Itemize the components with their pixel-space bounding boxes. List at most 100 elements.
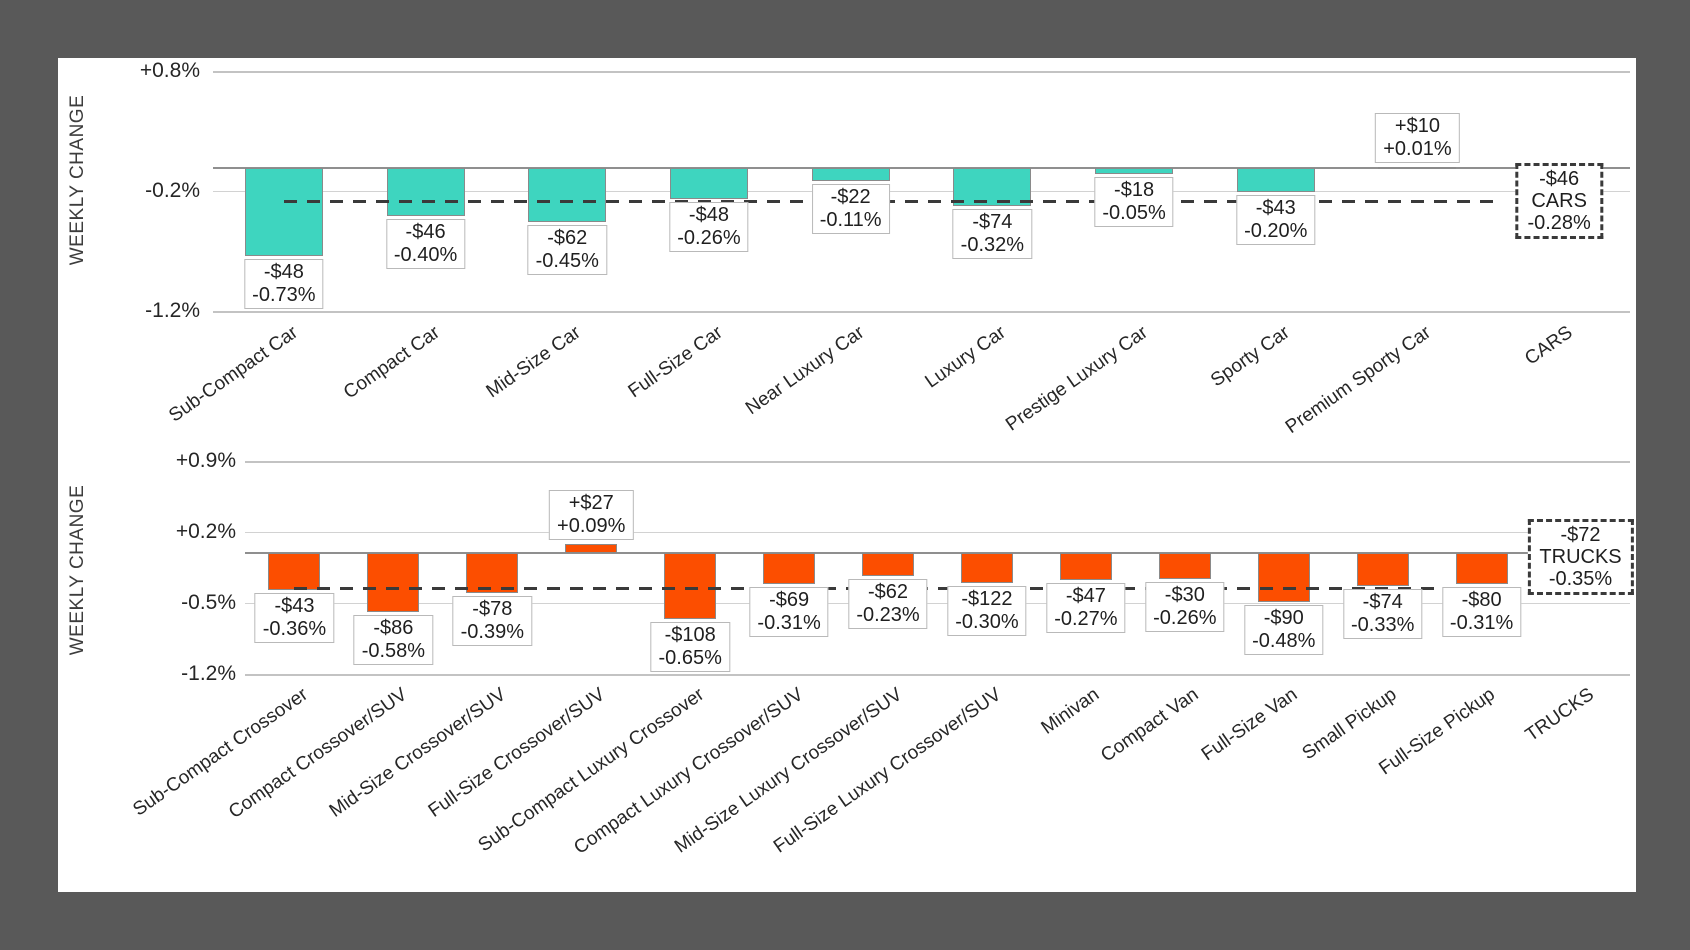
bar-value-label: -$80-0.31% xyxy=(1441,587,1522,638)
zero-baseline xyxy=(213,167,1630,169)
category-label: Prestige Luxury Car xyxy=(1002,321,1152,436)
bar-value-label: -$18-0.05% xyxy=(1094,177,1174,227)
summary-category: CARS xyxy=(1531,190,1587,212)
bar-value-dollar: +$10 xyxy=(1394,114,1440,137)
bar xyxy=(1158,553,1211,580)
bar xyxy=(466,553,519,593)
bar xyxy=(669,168,748,200)
summary-percent: -0.35% xyxy=(1548,568,1613,590)
bar-value-percent: -0.32% xyxy=(960,234,1025,257)
bar-value-dollar: -$43 xyxy=(274,594,315,617)
bar-value-percent: -0.33% xyxy=(1350,614,1415,637)
bar xyxy=(1257,553,1310,602)
bar xyxy=(1236,168,1315,192)
bar xyxy=(960,553,1013,584)
bar-value-label: -$69-0.31% xyxy=(749,587,829,638)
bar-value-dollar: -$62 xyxy=(868,581,909,604)
bar-value-label: -$62-0.45% xyxy=(527,225,607,275)
ytick-label: +0.2% xyxy=(175,519,236,543)
bar-value-percent: -0.05% xyxy=(1102,202,1166,224)
y-axis-title: WEEKLY CHANGE xyxy=(67,94,88,266)
bar xyxy=(1455,553,1508,585)
average-dashed-line xyxy=(283,200,1501,204)
ytick-label: +0.8% xyxy=(139,59,200,82)
category-label: Full-Size Crossover/SUV xyxy=(424,683,609,822)
bar-value-dollar: +$27 xyxy=(568,491,614,514)
bar-value-label: +$10+0.01% xyxy=(1375,112,1460,163)
bar-value-label: -$30-0.26% xyxy=(1145,582,1225,633)
bar-value-percent: -0.31% xyxy=(1449,612,1514,635)
bar xyxy=(811,168,890,182)
bar-value-dollar: -$46 xyxy=(405,221,446,243)
bar xyxy=(386,168,465,216)
bar-value-label: -$47-0.27% xyxy=(1046,583,1126,634)
gridline xyxy=(245,602,1630,604)
bar-value-label: -$108-0.65% xyxy=(650,621,730,672)
ytick-label: -1.2% xyxy=(145,299,200,322)
category-label: Near Luxury Car xyxy=(742,321,869,420)
bar-value-dollar: -$30 xyxy=(1164,584,1205,607)
ytick-label: -0.5% xyxy=(181,590,236,614)
bar-value-label: -$43-0.36% xyxy=(254,592,335,643)
bar xyxy=(244,168,323,256)
bar-value-label: -$43-0.20% xyxy=(1236,195,1316,245)
bar xyxy=(1059,553,1112,581)
bar-value-label: -$48-0.26% xyxy=(669,202,749,253)
category-label: Mid-Size Car xyxy=(482,321,585,403)
bar-value-label: -$90-0.48% xyxy=(1244,604,1324,655)
category-label: Full-Size Car xyxy=(624,321,727,403)
ytick-label: +0.9% xyxy=(175,448,236,472)
bar-value-percent: -0.11% xyxy=(819,209,882,232)
bar-value-label: -$62-0.23% xyxy=(848,579,928,630)
bar-value-percent: -0.30% xyxy=(955,611,1019,634)
bar-value-label: -$46-0.40% xyxy=(385,219,466,269)
summary-dollar: -$46 xyxy=(1539,168,1580,190)
bar-value-label: +$27+0.09% xyxy=(549,489,634,540)
bar-value-dollar: -$122 xyxy=(961,588,1013,611)
gridline xyxy=(245,460,1630,463)
bar-value-percent: -0.36% xyxy=(262,617,327,640)
category-label: Small Pickup xyxy=(1298,683,1401,765)
category-label: Mid-Size Crossover/SUV xyxy=(325,683,511,822)
bar-value-dollar: -$62 xyxy=(547,227,588,249)
bar-value-dollar: -$86 xyxy=(373,616,414,639)
bar xyxy=(528,168,607,222)
category-label: Compact Car xyxy=(339,321,444,404)
bar xyxy=(763,553,816,585)
bar-value-dollar: -$48 xyxy=(688,204,729,227)
summary-category: TRUCKS xyxy=(1539,546,1622,568)
gridline xyxy=(245,531,1630,533)
category-label: CARS xyxy=(1521,321,1577,370)
category-label: Sub-Compact Crossover xyxy=(129,683,313,821)
bar-value-dollar: -$78 xyxy=(472,597,513,620)
bar-value-percent: -0.23% xyxy=(856,604,920,627)
bar-value-percent: -0.45% xyxy=(535,250,599,272)
bar xyxy=(367,553,420,612)
bar-value-label: -$48-0.73% xyxy=(244,258,324,309)
category-label: Minivan xyxy=(1037,683,1104,739)
category-label: Premium Sporty Car xyxy=(1282,321,1436,438)
bar-value-dollar: -$69 xyxy=(769,589,810,612)
summary-percent: -0.28% xyxy=(1527,212,1591,234)
gridline xyxy=(213,311,1630,313)
bar-value-dollar: -$43 xyxy=(1255,197,1296,219)
bar xyxy=(1356,553,1409,587)
bar-value-percent: -0.26% xyxy=(677,227,741,250)
bar-value-percent: -0.48% xyxy=(1252,629,1316,652)
bar xyxy=(268,553,321,590)
bar-value-percent: -0.40% xyxy=(393,244,458,266)
bar xyxy=(1378,166,1457,169)
gridline xyxy=(245,673,1630,676)
bar-value-dollar: -$48 xyxy=(263,260,304,283)
bar-value-dollar: -$90 xyxy=(1263,606,1304,629)
bar-value-percent: -0.26% xyxy=(1153,607,1217,630)
bar-value-percent: -0.73% xyxy=(252,283,316,306)
category-label: Compact Van xyxy=(1097,683,1203,767)
bar-value-percent: +0.09% xyxy=(557,514,626,537)
bar-value-label: -$122-0.30% xyxy=(947,586,1027,637)
bar-value-dollar: -$80 xyxy=(1461,589,1502,612)
bar-value-percent: -0.65% xyxy=(658,646,722,669)
bar-value-percent: -0.27% xyxy=(1054,608,1118,631)
summary-dollar: -$72 xyxy=(1560,524,1601,546)
